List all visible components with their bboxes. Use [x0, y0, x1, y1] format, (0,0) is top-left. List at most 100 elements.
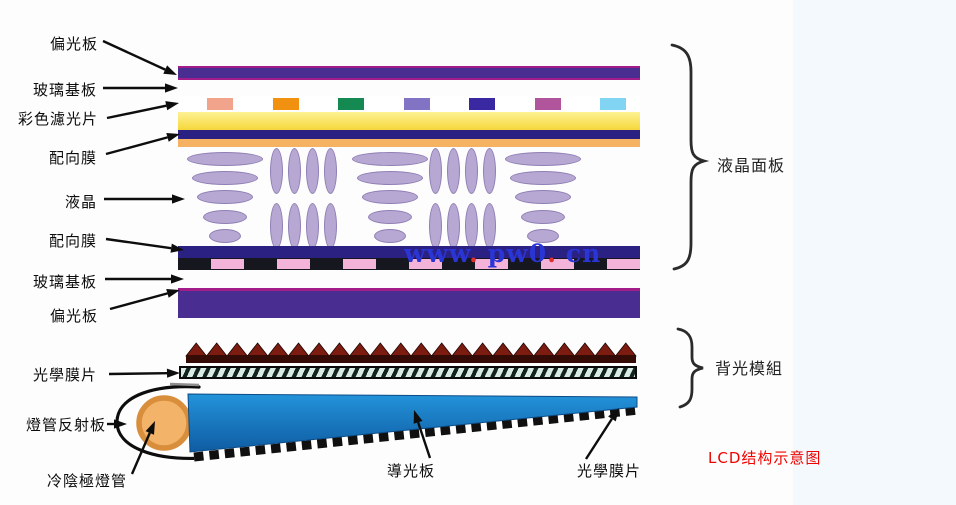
watermark-dot: . [547, 239, 557, 268]
liquid-crystal-molecule [209, 229, 241, 243]
arrow-line [106, 104, 167, 120]
arrow-head [114, 419, 127, 429]
electrode-segment [475, 259, 508, 269]
liquid-crystal-molecule [362, 190, 418, 204]
liquid-crystal-molecule [515, 190, 571, 204]
layer-color-filter [178, 96, 640, 112]
liquid-crystal-molecule [357, 171, 423, 185]
liquid-crystal-molecule [521, 210, 565, 224]
background-band [793, 0, 956, 505]
electrode-segment [574, 259, 607, 269]
liquid-crystal-molecule [374, 229, 406, 243]
watermark-text: cn [565, 239, 602, 268]
light-guide-wedge [187, 393, 638, 453]
liquid-crystal-molecule [192, 171, 258, 185]
liquid-crystal-molecule [323, 203, 337, 249]
lamp-reflector-arc [115, 385, 207, 461]
backlight-brace [676, 327, 704, 409]
color-filter-tile [403, 98, 430, 110]
liquid-crystal-molecule [287, 203, 301, 249]
color-filter-tile [338, 98, 364, 110]
arrow-head [163, 65, 177, 75]
layer-polarizer-bottom [178, 288, 640, 318]
label-backlight-module-group: 背光模組 [715, 359, 784, 378]
arrow-head [413, 410, 423, 424]
layer-electrode-film [178, 139, 640, 147]
label-alignment-film-top: 配向膜 [49, 149, 98, 167]
label-lcd-panel-group: 液晶面板 [717, 156, 786, 175]
label-polarizer-bottom: 偏光板 [50, 307, 99, 325]
arrow-line [416, 421, 432, 459]
liquid-crystal-molecule [203, 210, 247, 224]
color-filter-tile [469, 98, 495, 110]
arrow-line [108, 372, 168, 376]
arrow-line [109, 292, 168, 311]
liquid-crystal-molecule [197, 190, 253, 204]
label-lamp-reflector: 燈管反射板 [26, 416, 107, 434]
electrode-segment [442, 259, 475, 269]
liquid-crystal-molecule [352, 152, 428, 166]
arrow-head [165, 101, 179, 111]
liquid-crystal-molecule [305, 203, 319, 249]
reflector-top-line [169, 382, 200, 387]
electrode-segment [211, 259, 244, 269]
electrode-segment [607, 259, 640, 269]
electrode-segment [178, 259, 211, 269]
color-filter-tile [272, 98, 299, 110]
watermark-text: www [404, 239, 470, 268]
layer-diffuser-sheet [179, 366, 637, 379]
color-filter-tile [207, 98, 233, 110]
label-polarizer-top: 偏光板 [50, 35, 99, 53]
layer-alignment-film-bottom [178, 246, 640, 258]
electrode-segment [244, 259, 277, 269]
liquid-crystal-molecule [510, 171, 576, 185]
prism-sheet-teeth [185, 342, 637, 357]
color-filter-tile [534, 98, 561, 110]
liquid-crystal-molecule [482, 148, 496, 194]
label-alignment-film-bottom: 配向膜 [49, 232, 98, 250]
liquid-crystal-molecule [428, 148, 442, 194]
layer-alignment-film-top [178, 130, 640, 139]
electrode-segment [310, 259, 343, 269]
reflector-strip-underlay [193, 405, 640, 462]
label-glass-substrate-bottom: 玻璃基板 [33, 273, 98, 291]
liquid-crystal-molecule [187, 152, 263, 166]
layer-tft-electrodes [178, 258, 640, 270]
arrow-line [130, 432, 151, 475]
arrow-line [102, 39, 166, 71]
arrow-head [171, 274, 184, 284]
liquid-crystal-molecule [305, 148, 319, 194]
liquid-crystal-molecule [505, 152, 581, 166]
watermark-dot: . [469, 239, 479, 268]
label-light-guide-plate: 導光板 [387, 462, 436, 480]
arrow-head [608, 408, 619, 422]
electrode-segment [277, 259, 310, 269]
label-liquid-crystal: 液晶 [65, 193, 98, 211]
label-glass-substrate-top: 玻璃基板 [33, 81, 98, 99]
electrode-segment [541, 259, 574, 269]
diagram-title: LCD结构示意图 [708, 449, 822, 467]
label-optical-film-left: 光學膜片 [33, 366, 98, 384]
arrow-head [145, 421, 155, 435]
liquid-crystal-molecule [368, 210, 412, 224]
arrow-line [584, 418, 613, 460]
liquid-crystal-molecule [464, 148, 478, 194]
electrode-segment [343, 259, 376, 269]
watermark-text: pw0 [487, 239, 548, 268]
label-ccfl-lamp: 冷陰極燈管 [47, 472, 128, 490]
arrow-head [165, 83, 178, 93]
label-color-filter: 彩色濾光片 [18, 110, 99, 128]
electrode-segment [376, 259, 409, 269]
prism-sheet-base [186, 355, 636, 363]
layer-polarizer-top [178, 66, 640, 80]
electrode-segment [508, 259, 541, 269]
watermark: www.pw0.cn [404, 239, 601, 268]
liquid-crystal-molecule [287, 148, 301, 194]
panel-brace [670, 43, 710, 271]
electrode-segment [409, 259, 442, 269]
color-filter-tile [600, 98, 626, 110]
liquid-crystal-molecule [269, 148, 283, 194]
label-optical-film-right: 光學膜片 [577, 462, 642, 480]
arrow-line [105, 136, 168, 156]
